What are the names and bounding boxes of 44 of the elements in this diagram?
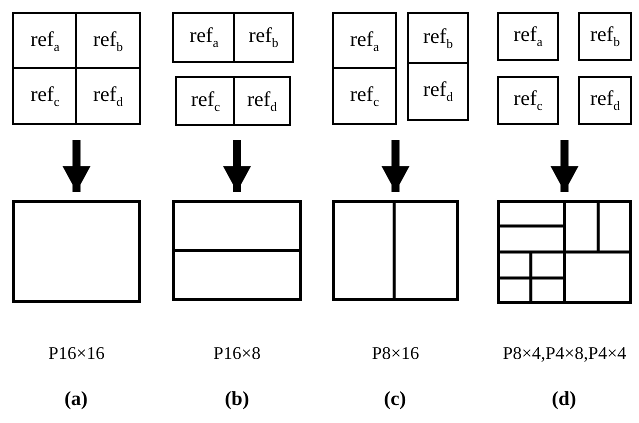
reference-block: [172, 12, 236, 63]
reference-block: [12, 12, 78, 70]
reference-block: [497, 76, 559, 125]
reference-block: [407, 62, 469, 121]
block-label: ref$_{b}$: [590, 24, 620, 49]
panel-label: (b): [224, 388, 250, 411]
block-label: ref$_{b}$: [93, 28, 123, 54]
block-label: ref$_{a}$: [350, 28, 380, 54]
block-label: ref$_{b}$: [248, 25, 278, 50]
block-label: ref$_{d}$: [423, 79, 453, 104]
panel-label: (c): [384, 388, 406, 411]
partition-caption: P8×16: [372, 343, 420, 364]
partition-caption: P8×4,P4×8,P4×4: [502, 343, 626, 364]
partition-caption: P16×16: [48, 343, 105, 364]
block-label: ref$_{c}$: [30, 84, 60, 108]
reference-block: [75, 67, 141, 125]
arrow: [223, 140, 251, 192]
block-label: ref$_{d}$: [247, 88, 277, 114]
arrow: [382, 140, 410, 192]
panel-label: (a): [64, 388, 88, 411]
panel-label: (d): [552, 388, 576, 411]
partition-caption: P16×8: [213, 343, 261, 364]
reference-block: [578, 12, 632, 61]
reference-block: [497, 12, 559, 61]
reference-block: [233, 12, 294, 63]
block-label: ref$_{c}$: [513, 88, 543, 113]
reference-block: [233, 76, 291, 126]
reference-block: [407, 12, 469, 65]
block-label: ref$_{b}$: [423, 26, 453, 51]
reference-block: [175, 76, 236, 126]
reference-block: [332, 67, 397, 125]
reference-block: [12, 67, 78, 125]
block-label: ref$_{a}$: [189, 25, 219, 50]
block-label: ref$_{c}$: [190, 88, 220, 114]
block-label: ref$_{c}$: [350, 84, 380, 108]
block-label: ref$_{a}$: [30, 28, 60, 54]
reference-block: [332, 12, 397, 70]
reference-block: [578, 76, 632, 125]
reference-block: [75, 12, 141, 70]
arrow: [62, 140, 90, 192]
block-label: ref$_{d}$: [590, 88, 620, 113]
arrow: [550, 140, 578, 192]
block-label: ref$_{a}$: [513, 24, 543, 49]
block-label: ref$_{d}$: [93, 84, 123, 108]
